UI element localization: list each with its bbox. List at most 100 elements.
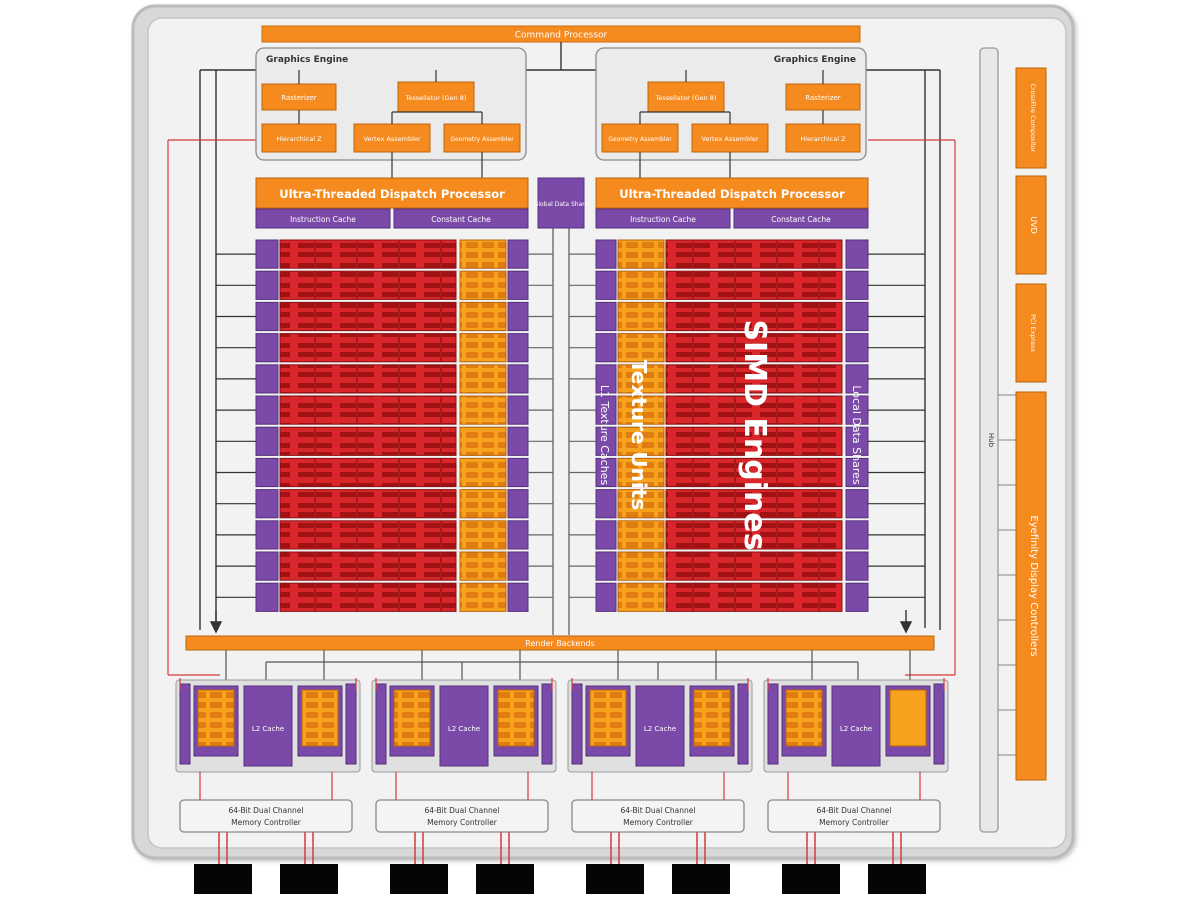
l1-texture-cache-left xyxy=(507,364,529,394)
eyefinity-label: Eyefinity Display Controllers xyxy=(1028,515,1039,656)
simd-engine-left xyxy=(279,520,457,550)
l1-texture-caches-label: L1 Texture Caches xyxy=(598,385,611,486)
texture-unit-left xyxy=(459,333,507,363)
partition-strip xyxy=(179,683,191,765)
texture-unit-left xyxy=(459,551,507,581)
uvd-block xyxy=(1015,175,1047,275)
simd-engine-right xyxy=(665,520,843,550)
texture-unit-right xyxy=(617,364,665,394)
graphics-engine-left-blocks xyxy=(261,81,521,153)
local-data-share-left xyxy=(255,395,279,425)
local-data-share-right xyxy=(845,333,869,363)
l1-texture-cache-left xyxy=(507,333,529,363)
l1-texture-cache-left xyxy=(507,551,529,581)
render-backend-unit xyxy=(889,689,927,747)
l2-cache-label: L2 Cache xyxy=(448,725,480,733)
simd-engine-left xyxy=(279,270,457,300)
local-data-share-left xyxy=(255,582,279,612)
simd-engine-left xyxy=(279,239,457,269)
memory-chip xyxy=(586,864,644,894)
local-data-share-left xyxy=(255,301,279,332)
graphics-engine-right-lines xyxy=(639,70,824,178)
simd-engine-right xyxy=(665,364,843,394)
local-data-share-left xyxy=(255,239,279,269)
simd-engine-left xyxy=(279,301,457,332)
global-data-share xyxy=(537,177,585,229)
pcie-label: PCI Express xyxy=(1029,314,1037,352)
simd-engine-left xyxy=(279,395,457,425)
global-data-share-label: Global Data Share xyxy=(534,201,589,208)
l1-texture-cache-left xyxy=(507,426,529,456)
l1-texture-cache-right xyxy=(595,270,617,300)
memory-controller-box xyxy=(179,799,353,833)
l2-cache-label: L2 Cache xyxy=(840,725,872,733)
texture-unit-left xyxy=(459,489,507,519)
memory-partition: L2 Cache xyxy=(371,678,557,773)
l2-cache-block xyxy=(439,685,489,767)
texture-unit-left xyxy=(459,270,507,300)
dispatch-processor-right-label: Ultra-Threaded Dispatch Processor xyxy=(619,187,845,201)
partition-strip xyxy=(571,683,583,765)
instruction-cache-left xyxy=(255,208,391,229)
partition-strip xyxy=(737,683,749,765)
local-data-share-right xyxy=(845,489,869,519)
local-data-share-right xyxy=(845,551,869,581)
simd-engine-right xyxy=(665,301,843,332)
l1-texture-cache-left xyxy=(507,520,529,550)
partition-strip xyxy=(345,683,357,765)
local-data-shares-label: Local Data Shares xyxy=(850,385,863,485)
local-data-share-left xyxy=(255,270,279,300)
partition-strip xyxy=(933,683,945,765)
memory-chip xyxy=(868,864,926,894)
command-processor-label: Command Processor xyxy=(515,31,608,41)
pcie-block xyxy=(1015,283,1047,383)
simd-engine-left xyxy=(279,489,457,519)
hub-label: Hub xyxy=(987,433,995,448)
texture-units-label: Texture Units xyxy=(627,360,651,510)
memory-partition: L2 Cache xyxy=(175,678,361,773)
render-backend-unit xyxy=(497,689,535,747)
memory-chip xyxy=(390,864,448,894)
crossfire-compositor xyxy=(1015,67,1047,169)
l1-texture-cache-left xyxy=(507,395,529,425)
dispatch-processor-left-label: Ultra-Threaded Dispatch Processor xyxy=(279,187,505,201)
l1-texture-cache-right xyxy=(595,551,617,581)
rasterizer-right-label: Rasterizer xyxy=(805,94,841,102)
texture-unit-right xyxy=(617,582,665,612)
texture-unit-right xyxy=(617,489,665,519)
graphics-engine-left-label: Graphics Engine xyxy=(266,55,348,65)
memory-chip xyxy=(280,864,338,894)
local-data-share-left xyxy=(255,333,279,363)
simd-engine-left xyxy=(279,426,457,456)
constant-cache-left-label: Constant Cache xyxy=(431,215,491,224)
l2-cache-label: L2 Cache xyxy=(644,725,676,733)
constant-cache-right xyxy=(733,208,869,229)
memory-chips xyxy=(194,832,926,894)
l1-texture-cache-left xyxy=(507,301,529,332)
texture-unit-right xyxy=(617,520,665,550)
texture-unit-right xyxy=(617,426,665,456)
simd-engine-left xyxy=(279,582,457,612)
texture-unit-right xyxy=(617,551,665,581)
local-data-share-right xyxy=(845,582,869,612)
texture-unit-left xyxy=(459,582,507,612)
instruction-cache-right xyxy=(595,208,731,229)
simd-engine-right xyxy=(665,395,843,425)
geometry-assembler-left-label: Geometry Assembler xyxy=(450,136,514,143)
local-data-share-left xyxy=(255,520,279,550)
memory-controller-label-2: Memory Controller xyxy=(623,818,694,827)
texture-unit-right xyxy=(617,301,665,332)
render-backend-bar-label: Render Backends xyxy=(525,639,594,648)
center-bus xyxy=(552,228,570,635)
l1-texture-cache-right xyxy=(595,239,617,269)
instruction-cache-left-label: Instruction Cache xyxy=(290,215,356,224)
l1-texture-cache-right xyxy=(595,489,617,519)
memory-controller-label-2: Memory Controller xyxy=(231,818,302,827)
left-row-connectors xyxy=(216,253,553,598)
simd-engine-left xyxy=(279,364,457,394)
memory-paths xyxy=(167,139,956,676)
simd-engine-right xyxy=(665,489,843,519)
render-backend-unit xyxy=(197,689,235,747)
constant-cache-left xyxy=(393,208,529,229)
